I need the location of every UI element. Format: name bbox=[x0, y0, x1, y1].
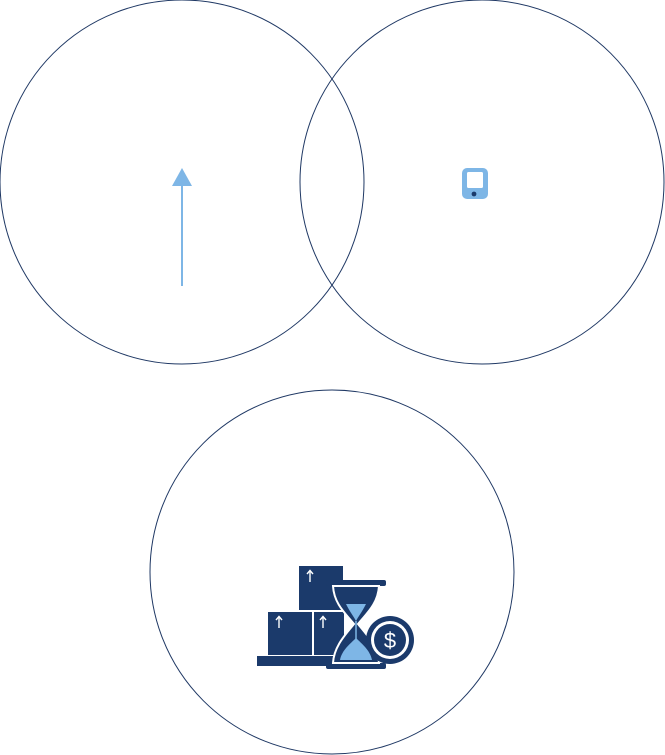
mobile-device-icon bbox=[462, 168, 488, 199]
circle-top-left bbox=[0, 0, 365, 365]
up-arrow-icon bbox=[172, 168, 192, 286]
circle-top-right bbox=[299, 0, 665, 365]
inventory-time-money-icon: $ bbox=[257, 566, 414, 669]
dollar-coin-icon: $ bbox=[366, 616, 414, 664]
circle-bottom bbox=[149, 389, 515, 755]
coin-dollar-symbol: $ bbox=[384, 628, 396, 653]
box-left-icon bbox=[268, 612, 312, 655]
